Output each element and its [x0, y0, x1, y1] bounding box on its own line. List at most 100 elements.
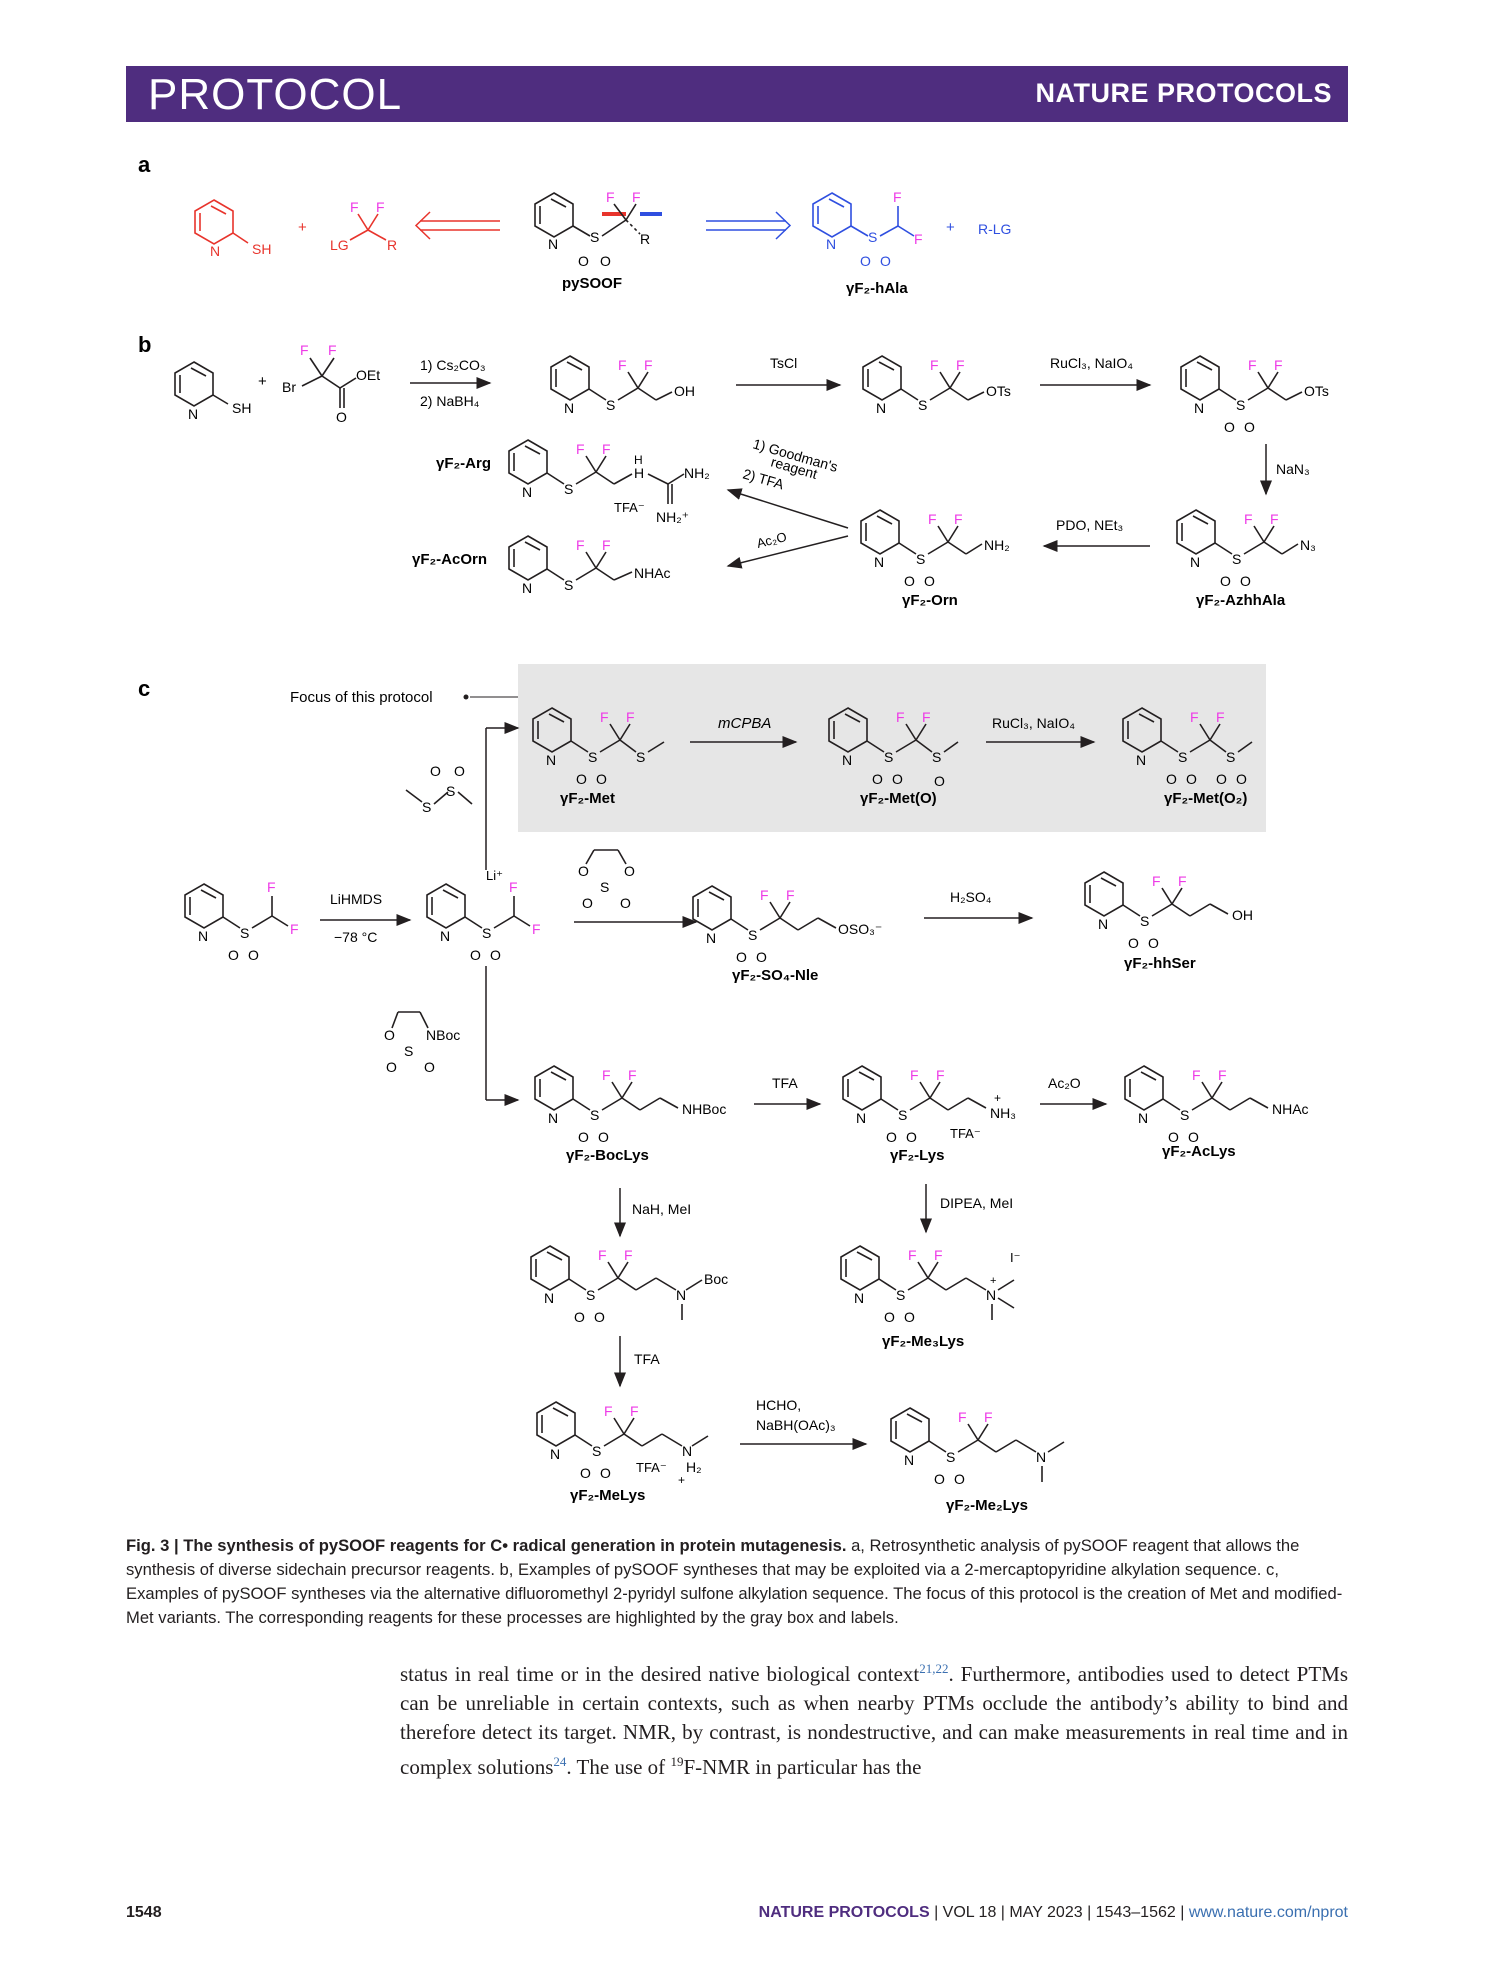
svg-text:S: S	[588, 749, 597, 765]
svg-text:O: O	[600, 253, 611, 269]
svg-text:S: S	[1232, 551, 1241, 567]
svg-text:O: O	[248, 947, 259, 963]
svg-text:F: F	[1244, 511, 1253, 527]
svg-text:N: N	[904, 1452, 914, 1468]
focus-gray-box	[518, 664, 1266, 832]
svg-text:N: N	[544, 1290, 554, 1306]
ref-link[interactable]: 21,22	[919, 1661, 949, 1676]
svg-text:O: O	[880, 253, 891, 269]
label-arg: γF₂-Arg	[436, 455, 491, 472]
svg-text:F: F	[984, 1409, 993, 1425]
journal-url[interactable]: www.nature.com/nprot	[1188, 1904, 1348, 1921]
svg-text:S: S	[606, 397, 615, 413]
svg-text:SH: SH	[232, 400, 251, 416]
svg-text:S: S	[896, 1287, 905, 1303]
panel-a-letter: a	[138, 152, 151, 177]
svg-text:N: N	[546, 752, 556, 768]
svg-text:O: O	[756, 949, 767, 965]
svg-text:O: O	[1236, 771, 1247, 787]
label-so4nle: γF₂-SO₄-Nle	[732, 967, 818, 984]
svg-text:O: O	[594, 1309, 605, 1325]
svg-text:O: O	[1186, 771, 1197, 787]
svg-text:N: N	[1194, 400, 1204, 416]
svg-text:O: O	[860, 253, 871, 269]
svg-text:F: F	[954, 511, 963, 527]
section-label: PROTOCOL	[148, 70, 403, 119]
svg-text:TFA⁻: TFA⁻	[950, 1126, 981, 1141]
svg-text:O: O	[578, 253, 589, 269]
svg-text:OH: OH	[674, 383, 695, 399]
svg-text:O: O	[454, 763, 465, 779]
svg-text:O: O	[1216, 771, 1227, 787]
label-orn: γF₂-Orn	[902, 592, 958, 609]
svg-text:F: F	[1270, 511, 1279, 527]
svg-text:F: F	[896, 709, 905, 725]
svg-text:S: S	[932, 749, 941, 765]
page-header: PROTOCOL NATURE PROTOCOLS	[126, 66, 1348, 122]
svg-text:+: +	[678, 1473, 685, 1487]
svg-text:O: O	[1240, 573, 1251, 589]
svg-text:F: F	[1216, 709, 1225, 725]
ref-link[interactable]: 24	[553, 1754, 567, 1769]
svg-text:S: S	[884, 749, 893, 765]
svg-text:N: N	[548, 236, 558, 252]
panel-a: N SH + LG F F R N S F F R O O pySOOF	[194, 189, 1011, 297]
svg-text:N: N	[842, 752, 852, 768]
svg-text:O: O	[582, 895, 593, 911]
svg-text:F: F	[606, 189, 615, 205]
svg-text:F: F	[300, 342, 309, 358]
svg-text:F: F	[928, 511, 937, 527]
svg-text:F: F	[290, 921, 299, 937]
svg-text:NH₃: NH₃	[990, 1105, 1016, 1121]
svg-text:F: F	[376, 199, 385, 215]
svg-text:H₂: H₂	[686, 1459, 702, 1475]
svg-text:F: F	[1218, 1067, 1227, 1083]
svg-text:F: F	[576, 441, 585, 457]
svg-text:NaN₃: NaN₃	[1276, 461, 1310, 477]
svg-text:TFA⁻: TFA⁻	[614, 500, 645, 515]
svg-text:F: F	[936, 1067, 945, 1083]
svg-text:NH₂: NH₂	[984, 537, 1010, 553]
svg-text:O: O	[578, 863, 589, 879]
svg-text:R-LG: R-LG	[978, 221, 1011, 237]
svg-text:O: O	[1166, 771, 1177, 787]
svg-text:N: N	[682, 1443, 692, 1459]
svg-text:O: O	[1168, 1129, 1179, 1145]
svg-text:F: F	[630, 1403, 639, 1419]
svg-text:O: O	[1244, 419, 1255, 435]
svg-text:O: O	[904, 573, 915, 589]
svg-text:F: F	[624, 1247, 633, 1263]
svg-text:OH: OH	[1232, 907, 1253, 923]
svg-text:F: F	[509, 879, 518, 895]
svg-text:S: S	[748, 927, 757, 943]
svg-text:O: O	[336, 409, 347, 425]
svg-text:S: S	[946, 1449, 955, 1465]
svg-text:O: O	[872, 771, 883, 787]
svg-text:NHAc: NHAc	[1272, 1101, 1309, 1117]
svg-text:N: N	[826, 236, 836, 252]
svg-text:F: F	[786, 887, 795, 903]
svg-text:N: N	[188, 406, 198, 422]
svg-text:S: S	[590, 1107, 599, 1123]
svg-text:+: +	[258, 373, 267, 390]
svg-text:S: S	[564, 577, 573, 593]
svg-text:N: N	[564, 400, 574, 416]
svg-text:NBoc: NBoc	[426, 1027, 460, 1043]
label-melys: γF₂-MeLys	[570, 1487, 645, 1504]
svg-text:O: O	[624, 863, 635, 879]
svg-text:F: F	[532, 921, 541, 937]
svg-text:O: O	[576, 771, 587, 787]
svg-text:F: F	[1248, 357, 1257, 373]
svg-text:F: F	[1178, 873, 1187, 889]
svg-text:F: F	[576, 537, 585, 553]
svg-text:F: F	[910, 1067, 919, 1083]
svg-text:F: F	[914, 231, 923, 247]
svg-text:NH₂⁺: NH₂⁺	[656, 509, 689, 525]
svg-text:OEt: OEt	[356, 367, 380, 383]
label-met: γF₂-Met	[560, 790, 615, 807]
svg-text:1) Cs₂CO₃: 1) Cs₂CO₃	[420, 357, 486, 373]
svg-text:+: +	[994, 1091, 1001, 1105]
svg-text:O: O	[620, 895, 631, 911]
svg-text:N: N	[676, 1287, 686, 1303]
svg-text:O: O	[1188, 1129, 1199, 1145]
